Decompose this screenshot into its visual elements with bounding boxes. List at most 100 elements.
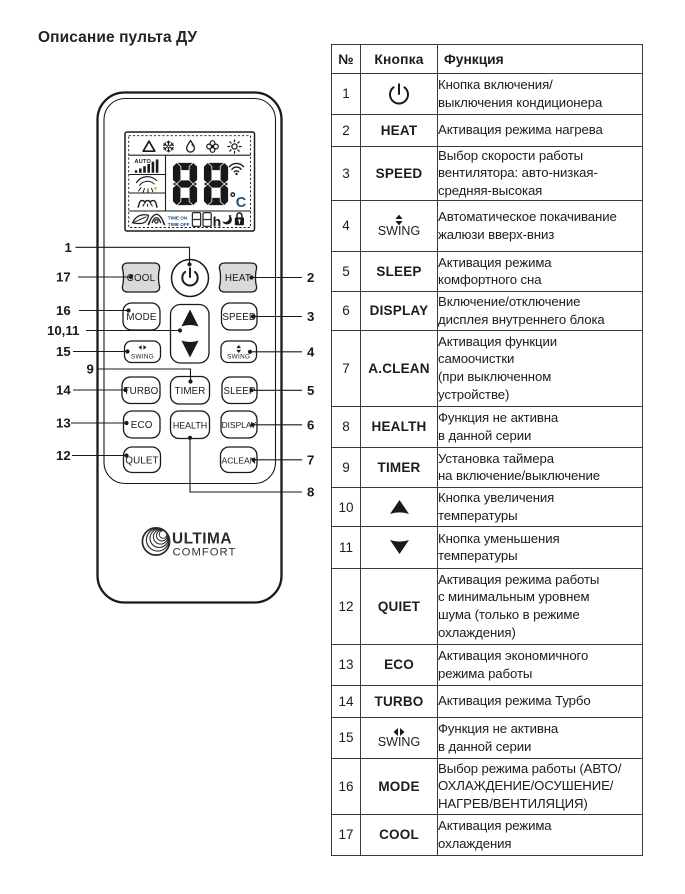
swing-vertical-label: SWING xyxy=(377,223,421,238)
swing-vertical-icon xyxy=(236,344,241,354)
cell-button-icon xyxy=(360,73,438,115)
cell-function: Активация режима Турбо xyxy=(437,684,643,718)
table-row-5: 5 SLEEP Активация режима комфортного сна xyxy=(331,251,643,292)
eco-button-label: ECO xyxy=(131,420,153,431)
cell-num: 11 xyxy=(331,526,361,569)
cell-num: 16 xyxy=(331,757,361,815)
brand-logo: ULTIMA COMFORT xyxy=(141,527,235,558)
callout-16: 16 xyxy=(56,303,71,318)
mode-fan-icon xyxy=(206,140,219,153)
eco-button: ECO xyxy=(122,410,161,439)
cell-function: Функция не активна в данной серии xyxy=(437,716,643,759)
callout-2: 2 xyxy=(307,270,314,285)
callout-4: 4 xyxy=(307,344,315,359)
cool-button-label: COOL xyxy=(127,273,156,284)
timer-button: TIMER xyxy=(169,375,211,405)
cell-button-icon xyxy=(360,487,438,527)
cell-button-label: TURBO xyxy=(360,684,438,718)
cell-button-label: QUIET xyxy=(360,567,438,645)
table-row-3: 3 SPEED Выбор скорости работы вентилятор… xyxy=(331,145,643,201)
cell-function: Кнопка уменьшения температуры xyxy=(437,526,643,569)
temp-up-arrow-icon xyxy=(181,309,199,327)
cell-button-icon xyxy=(360,526,438,569)
cell-num: 14 xyxy=(331,684,361,718)
turbo-button-label: TURBO xyxy=(124,386,159,397)
page-title: Описание пульта ДУ xyxy=(38,29,198,46)
swing-horizontal-button: SWING xyxy=(123,340,162,364)
header-num: № xyxy=(331,44,361,74)
swing-horizontal-label: SWING xyxy=(377,734,421,749)
cell-function: Включение/отключение дисплея внутреннего… xyxy=(437,290,643,331)
cell-num: 13 xyxy=(331,643,361,686)
callout-5: 5 xyxy=(307,383,314,398)
table-row-14: 14 TURBO Активация режима Турбо xyxy=(331,684,643,718)
table-row-8: 8 HEALTH Функция не активна в данной сер… xyxy=(331,405,643,448)
celsius-letter: C xyxy=(236,195,247,211)
cell-num: 4 xyxy=(331,199,361,252)
callout-7: 7 xyxy=(307,452,314,467)
callout-9: 9 xyxy=(87,362,94,377)
sleep-button-label: SLEEP xyxy=(223,386,255,397)
callout-numbers: 1 17 16 10,11 15 9 14 13 12 2 3 4 5 6 7 … xyxy=(47,240,315,500)
table-row-2: 2 HEAT Активация режима нагрева xyxy=(331,113,643,147)
callout-lines xyxy=(71,246,302,493)
heat-button: HEAT xyxy=(218,262,258,293)
up-arrow-icon xyxy=(389,500,409,514)
cell-function: Установка таймера на включение/выключени… xyxy=(437,446,643,488)
cell-function: Активация режима охлаждения xyxy=(437,813,643,856)
cell-num: 17 xyxy=(331,813,361,856)
cell-button-label: HEALTH xyxy=(360,405,438,448)
timer-digits: h xyxy=(191,211,221,230)
mode-auto-icon xyxy=(142,140,156,153)
time-off-label: TIME OFF xyxy=(168,222,190,227)
mode-cool-snowflake-icon xyxy=(162,140,175,153)
time-on-label: TIME ON xyxy=(168,215,188,220)
cell-button-label: HEAT xyxy=(360,113,438,147)
callout-17: 17 xyxy=(56,270,71,285)
turbo-button: TURBO xyxy=(121,376,161,405)
cell-function: Активация режима нагрева xyxy=(437,113,643,147)
cell-num: 3 xyxy=(331,145,361,201)
display-button-label: DISPLAY xyxy=(222,420,257,430)
swing-vertical-button: SWING xyxy=(220,340,258,364)
cell-num: 5 xyxy=(331,251,361,292)
cell-button-icon: SWING xyxy=(360,199,438,252)
power-button xyxy=(170,258,210,298)
cell-function: Активация режима работы с минимальным ур… xyxy=(437,567,643,645)
table-row-7: 7 A.CLEAN Активация функции самоочистки … xyxy=(331,329,643,407)
cell-button-label: SPEED xyxy=(360,145,438,201)
quiet-button: QULET xyxy=(122,446,162,474)
heat-button-label: HEAT xyxy=(225,273,251,284)
mode-dry-drop-icon xyxy=(186,139,196,153)
aclean-button-label: ACLEAN xyxy=(222,455,256,465)
cell-button-label: TIMER xyxy=(360,446,438,488)
table-row-16: 16 MODE Выбор режима работы (АВТО/ ОХЛАЖ… xyxy=(331,757,643,815)
swing-vertical-icon xyxy=(395,214,403,226)
header-function: Функция xyxy=(437,44,643,74)
cell-button-label: A.CLEAN xyxy=(360,329,438,407)
callout-13: 13 xyxy=(56,416,71,431)
display-button: DISPLAY xyxy=(220,410,258,439)
cell-button-label: DISPLAY xyxy=(360,290,438,331)
table-row-17: 17 COOL Активация режима охлаждения xyxy=(331,813,643,856)
buttons-spec-table: № Кнопка Функция 1 Кнопка включения/ вык… xyxy=(331,44,643,856)
callout-dots xyxy=(123,262,256,462)
table-row-6: 6 DISPLAY Включение/отключение дисплея в… xyxy=(331,290,643,331)
callout-12: 12 xyxy=(56,448,71,463)
brand-logo-icon xyxy=(141,527,171,556)
cell-function: Автоматическое покачивание жалюзи вверх-… xyxy=(437,199,643,252)
cell-button-icon: SWING xyxy=(360,716,438,759)
table-row-13: 13 ECO Активация экономичного режима раб… xyxy=(331,643,643,686)
callout-8: 8 xyxy=(307,485,314,500)
power-icon xyxy=(389,82,409,105)
mode-button: MODE xyxy=(122,302,161,331)
table-row-9: 9 TIMER Установка таймера на включение/в… xyxy=(331,446,643,488)
power-icon xyxy=(181,267,199,287)
cell-num: 8 xyxy=(331,405,361,448)
wifi-icon xyxy=(228,162,245,176)
callout-10-11: 10,11 xyxy=(47,323,79,338)
lcd-display: AUTO xyxy=(124,131,256,232)
temp-updown-button xyxy=(169,303,210,364)
lcd-auto-label: AUTO xyxy=(135,159,152,165)
